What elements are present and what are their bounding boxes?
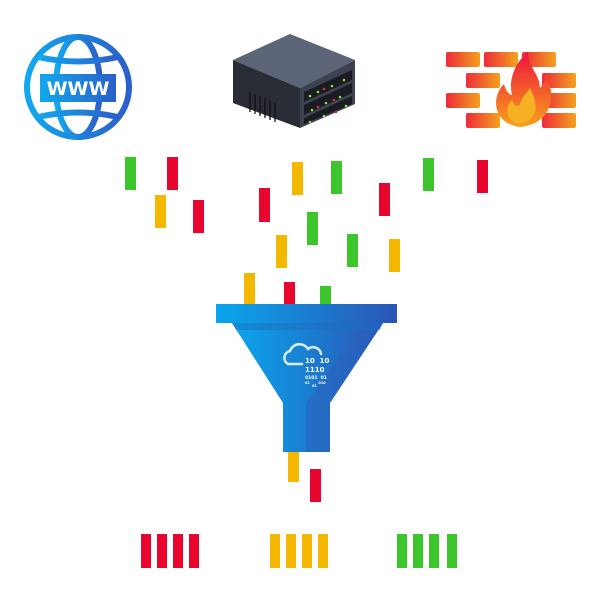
output-group-suspicious: [270, 534, 328, 568]
packet-green: [423, 158, 434, 191]
incoming-packets: [125, 157, 488, 502]
packet-yellow: [288, 450, 299, 482]
output-group-allowed: [397, 534, 457, 568]
packet-yellow: [276, 235, 287, 268]
packet-green: [125, 157, 136, 190]
packet-red: [310, 469, 321, 502]
globe-www-icon: WWW: [24, 34, 132, 140]
firewall-icon: [446, 52, 576, 128]
output-group-blocked: [141, 534, 199, 568]
binary-line: 1110: [305, 366, 325, 374]
binary-line: 10 10: [305, 357, 329, 365]
packet-green: [320, 286, 331, 306]
packet-yellow: [244, 273, 255, 306]
packet-red: [167, 157, 178, 190]
binary-line: 01 010: [305, 381, 326, 385]
packet-red: [259, 188, 270, 222]
cloud-icon: [283, 342, 323, 366]
packet-red: [193, 200, 204, 233]
packet-yellow: [292, 162, 303, 195]
binary-line: 0101 01: [305, 375, 327, 381]
binary-line: 01: [312, 384, 317, 388]
packet-red: [284, 282, 295, 306]
packet-green: [331, 161, 342, 194]
www-label: WWW: [47, 78, 110, 100]
packet-yellow: [389, 239, 400, 272]
packet-green: [347, 234, 358, 267]
server-rack-icon: [233, 34, 355, 128]
filter-funnel: 10 10 1110 0101 01 01 010 01: [216, 304, 397, 452]
packet-green: [307, 212, 318, 245]
packet-yellow: [155, 195, 166, 228]
packet-red: [379, 183, 390, 216]
packet-red: [477, 160, 488, 193]
